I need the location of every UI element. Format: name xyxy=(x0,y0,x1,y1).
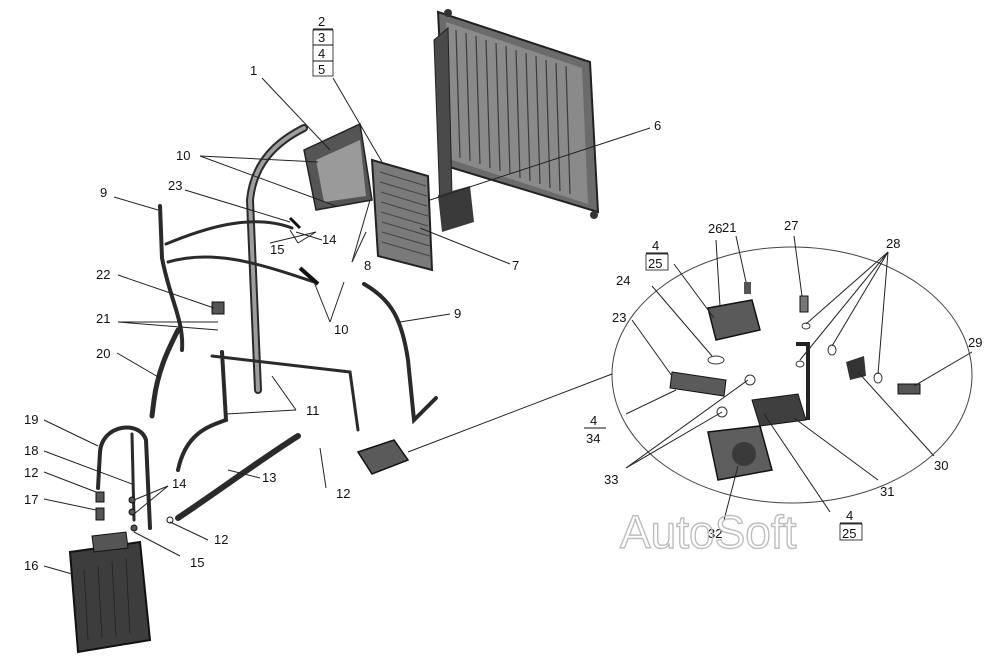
cooler-bracket xyxy=(303,122,373,211)
callout-14: 14 xyxy=(322,232,336,247)
callout-29: 29 xyxy=(968,335,982,350)
callout-6: 6 xyxy=(654,118,661,133)
detail-parts xyxy=(669,282,921,481)
callout-32: 32 xyxy=(708,526,722,541)
callout-28: 28 xyxy=(886,236,900,251)
callout-frac-4-25-top: 4 25 xyxy=(645,238,669,271)
pipe-9-left xyxy=(158,204,185,352)
valve-block xyxy=(356,439,410,475)
callout-frac-4-25-bottom: 4 25 xyxy=(839,508,863,541)
callout-9: 9 xyxy=(100,185,107,200)
callout-23: 23 xyxy=(168,178,182,193)
hydraulic-tank xyxy=(68,531,152,654)
callout-18: 18 xyxy=(24,443,38,458)
pipes xyxy=(96,124,438,530)
oil-cooler xyxy=(370,158,434,272)
callout-stack-2-5: 2 3 4 5 xyxy=(312,14,334,77)
callout-33: 33 xyxy=(604,472,618,487)
callout-21: 21 xyxy=(722,220,736,235)
callout-30: 30 xyxy=(934,458,948,473)
callout-9: 9 xyxy=(454,306,461,321)
detail-view-ellipse xyxy=(611,246,973,504)
callout-15: 15 xyxy=(190,555,204,570)
callout-24: 24 xyxy=(616,273,630,288)
callout-23: 23 xyxy=(612,310,626,325)
callout-11: 11 xyxy=(306,403,320,418)
callout-5: 5 xyxy=(318,62,325,77)
callout-27: 27 xyxy=(784,218,798,233)
callout-16: 16 xyxy=(24,558,38,573)
part-26-valve xyxy=(707,299,761,341)
callout-3: 3 xyxy=(318,30,325,45)
svg-text:25: 25 xyxy=(842,526,856,541)
radiator xyxy=(433,9,600,232)
callout-12: 12 xyxy=(214,532,228,547)
callout-12: 12 xyxy=(336,486,350,501)
fittings xyxy=(95,216,320,532)
callout-7: 7 xyxy=(512,258,519,273)
callout-labels: 1 2 3 4 5 6 7 8 9 9 10 10 11 12 12 12 13… xyxy=(24,14,982,573)
callout-10: 10 xyxy=(176,148,190,163)
pipe-19 xyxy=(96,425,152,530)
callout-4: 4 xyxy=(318,46,325,61)
callout-8: 8 xyxy=(364,258,371,273)
callout-20: 20 xyxy=(96,346,110,361)
pipe-11 xyxy=(176,350,229,472)
part-23-block xyxy=(669,371,727,397)
callout-22: 22 xyxy=(96,267,110,282)
svg-text:4: 4 xyxy=(590,413,597,428)
svg-text:4: 4 xyxy=(652,238,659,253)
callout-14: 14 xyxy=(172,476,186,491)
pipe-20 xyxy=(149,327,181,419)
svg-text:34: 34 xyxy=(586,431,600,446)
watermark-text: AutoSoft xyxy=(620,506,797,558)
svg-text:4: 4 xyxy=(846,508,853,523)
callout-21: 21 xyxy=(96,311,110,326)
leader-lines xyxy=(43,77,973,575)
callout-1: 1 xyxy=(250,63,257,78)
callout-31: 31 xyxy=(880,484,894,499)
callout-10: 10 xyxy=(334,322,348,337)
pipe-13 xyxy=(175,433,301,521)
svg-text:25: 25 xyxy=(648,256,662,271)
callout-26: 26 xyxy=(708,221,722,236)
callout-frac-4-34: 4 34 xyxy=(584,413,606,446)
callout-12: 12 xyxy=(24,465,38,480)
callout-2: 2 xyxy=(318,14,325,29)
pipe-9-right xyxy=(362,282,438,425)
callout-13: 13 xyxy=(262,470,276,485)
callout-19: 19 xyxy=(24,412,38,427)
callout-17: 17 xyxy=(24,492,38,507)
callout-15: 15 xyxy=(270,242,284,257)
